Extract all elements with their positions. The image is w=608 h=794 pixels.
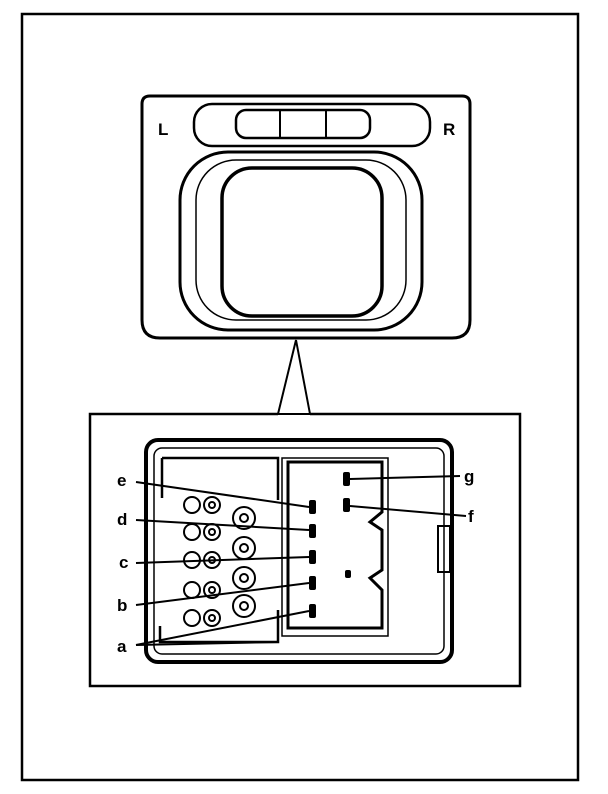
leader-lines (135, 475, 467, 646)
label-a: a (117, 637, 127, 656)
leader-a-2 (135, 641, 279, 646)
left-label: L (158, 120, 168, 139)
leader-c (135, 556, 310, 564)
label-d: d (117, 510, 127, 529)
leader-a-1 (135, 610, 310, 646)
socket-dot (208, 501, 216, 509)
label-e: e (117, 471, 126, 490)
pin-small (345, 570, 351, 578)
connector-detail: e d c b a g f (88, 412, 522, 688)
mirror-switch: L R (140, 94, 472, 340)
socket-ring (203, 609, 221, 627)
joystick-bezel-inner (195, 159, 407, 321)
socket-ring (183, 496, 201, 514)
socket-dot (208, 528, 216, 536)
large-socket-core (239, 513, 249, 523)
right-label: R (443, 120, 455, 139)
large-socket-core (239, 573, 249, 583)
pin-g (343, 472, 350, 486)
selector-slot (192, 102, 432, 148)
pin-b (309, 576, 316, 590)
socket-ring (183, 581, 201, 599)
pin-c (309, 550, 316, 564)
left-cavity (158, 456, 280, 644)
socket-ring (183, 523, 201, 541)
large-socket (232, 594, 256, 618)
terminal-block-inner (281, 457, 389, 637)
outer-frame (20, 12, 580, 782)
terminal-pins (309, 472, 351, 618)
socket-ring (183, 609, 201, 627)
socket-ring (203, 496, 221, 514)
connector-shell (144, 438, 454, 664)
joystick-pad[interactable] (220, 166, 384, 318)
label-g: g (464, 467, 474, 486)
switch-housing (140, 94, 472, 340)
locking-tab (437, 525, 451, 573)
large-socket (232, 566, 256, 590)
socket-dot (208, 586, 216, 594)
pin-f (343, 498, 350, 512)
pin-d (309, 524, 316, 538)
leader-g (349, 475, 461, 480)
socket-ring (203, 523, 221, 541)
large-socket (232, 506, 256, 530)
terminal-block (286, 460, 384, 630)
pin-e (309, 500, 316, 514)
socket-ring (203, 581, 221, 599)
socket-dot (208, 614, 216, 622)
leader-b (135, 582, 310, 606)
selector-knob[interactable] (234, 108, 372, 140)
callout-leader (276, 339, 312, 415)
leader-e (135, 481, 310, 508)
label-b: b (117, 596, 127, 615)
large-socket-core (239, 543, 249, 553)
leader-d (135, 519, 310, 531)
label-f: f (468, 507, 474, 526)
large-socket (232, 536, 256, 560)
large-socket-core (239, 601, 249, 611)
connector-shell-inner (153, 447, 445, 655)
leader-f (349, 505, 467, 517)
pin-a (309, 604, 316, 618)
detail-frame (88, 412, 522, 688)
bulb-sockets (183, 496, 256, 627)
joystick-bezel (178, 150, 424, 332)
label-c: c (119, 553, 128, 572)
